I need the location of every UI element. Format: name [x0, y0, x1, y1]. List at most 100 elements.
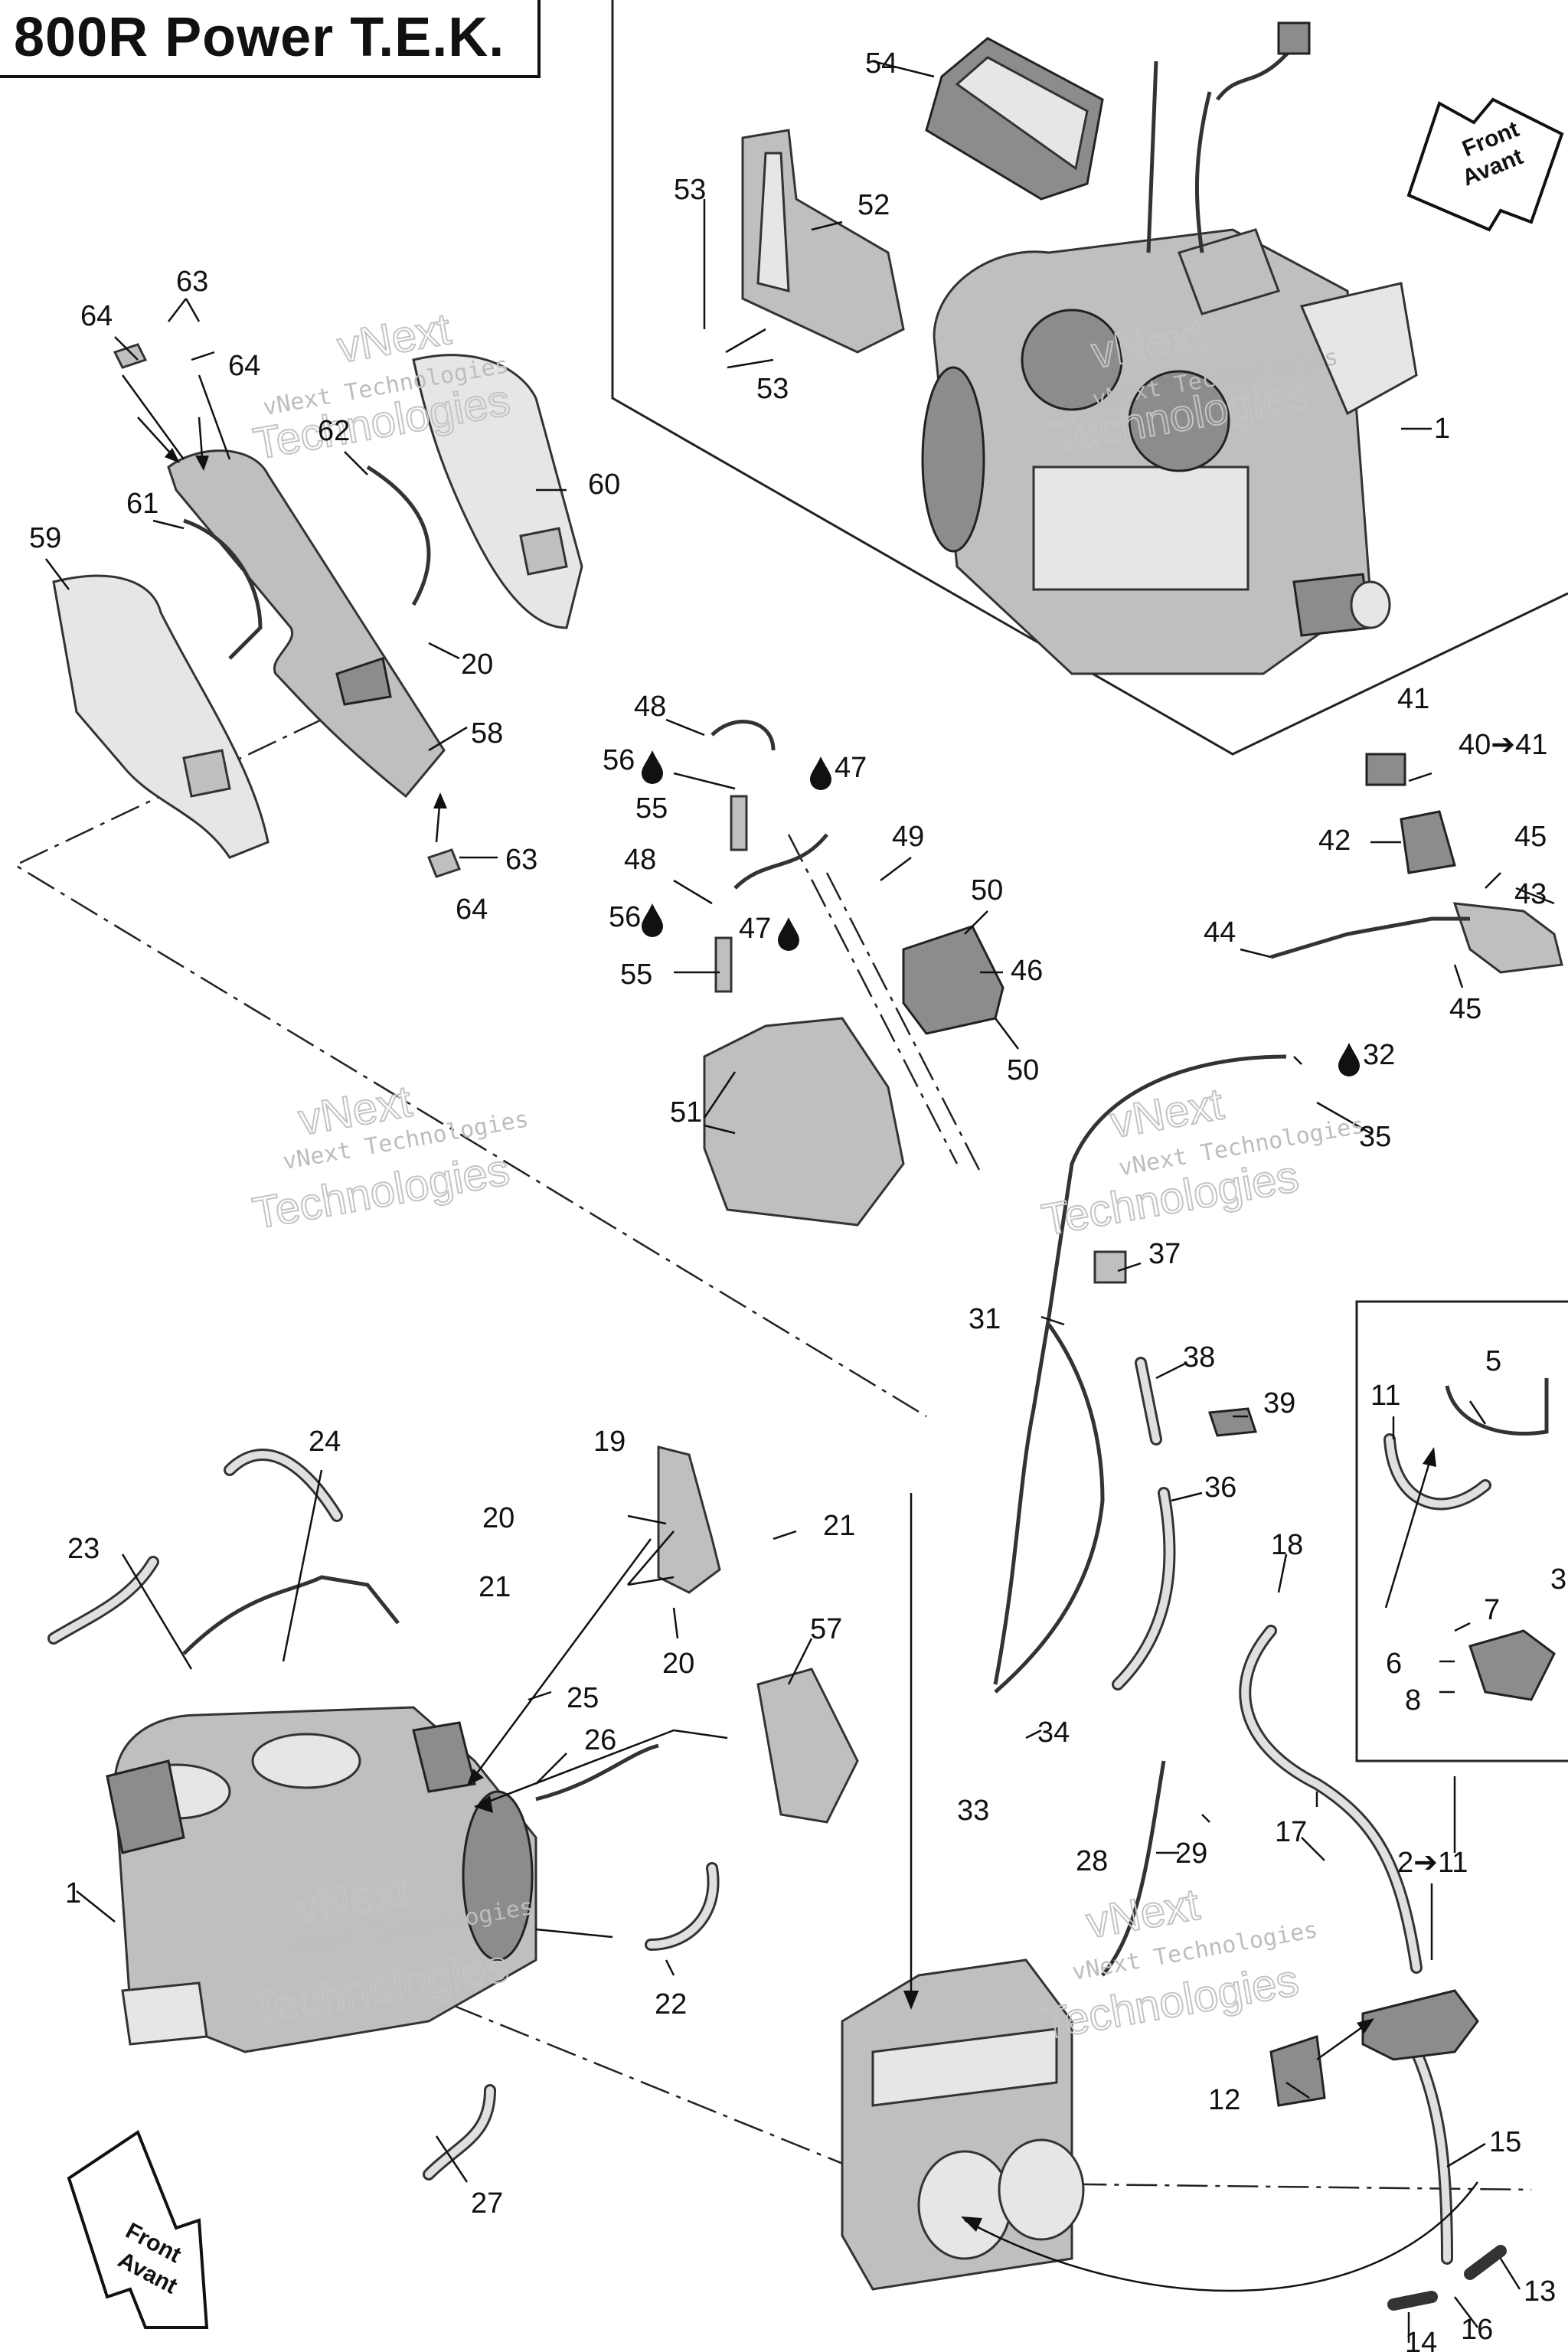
page-title: 800R Power T.E.K.: [14, 7, 505, 68]
sleeve-37: [1093, 1250, 1127, 1284]
fuel-valve-2: [1361, 1989, 1479, 2061]
spark-plug-wire-48b: [733, 833, 828, 890]
callout-7: 7: [1484, 1594, 1500, 1626]
callout-50: 50: [1007, 1054, 1039, 1086]
belt-guard-60: [412, 354, 583, 629]
watermark-line2: vNext: [1083, 1880, 1203, 1949]
callout-8: 8: [1405, 1684, 1421, 1717]
callout-58: 58: [471, 717, 503, 750]
oil-drop-icon: [778, 917, 799, 951]
callout-3: 3: [1550, 1563, 1566, 1596]
callout-50: 50: [971, 874, 1003, 906]
hose-13: [1464, 2245, 1507, 2280]
clamp-39: [1207, 1407, 1258, 1437]
callout-20: 20: [461, 648, 493, 681]
callout-55: 55: [635, 792, 668, 825]
dash-line-center: [825, 872, 982, 1172]
callout-47: 47: [739, 913, 771, 945]
clip-64: [427, 848, 461, 878]
callout-41: 41: [1397, 683, 1429, 715]
callout-45: 45: [1449, 993, 1481, 1025]
callout-32: 32: [1363, 1039, 1395, 1071]
callout-5: 5: [1485, 1345, 1501, 1377]
callout-39: 39: [1263, 1387, 1295, 1419]
callout-20: 20: [482, 1502, 514, 1534]
front-arrow-icon: Front Avant: [67, 2129, 209, 2329]
callout-20: 20: [662, 1648, 694, 1680]
callout-37: 37: [1148, 1238, 1181, 1270]
callout-33: 33: [957, 1795, 989, 1827]
callout-56: 56: [609, 901, 641, 933]
callout-44: 44: [1204, 916, 1236, 949]
callout-24: 24: [309, 1426, 341, 1458]
callout-36: 36: [1204, 1472, 1236, 1504]
callout-45: 45: [1514, 821, 1547, 853]
engine-assembly-top: [921, 21, 1418, 675]
callout-27: 27: [471, 2187, 503, 2220]
callout-49: 49: [892, 821, 924, 853]
callout-1: 1: [1434, 413, 1450, 445]
oil-drop-icon: [810, 756, 831, 790]
spark-plug-55a: [730, 795, 748, 851]
throttle-cable-31: [993, 1054, 1287, 1685]
callout-11: 11: [1370, 1380, 1400, 1412]
oil-drop-icon: [642, 750, 663, 784]
bracket-52: [741, 129, 905, 354]
callout-labels: 1 1 2➔11 3 5 6 7 8 11 12 13 14 15 16 17 …: [29, 47, 1566, 2352]
callout-54: 54: [865, 47, 897, 80]
callout-55: 55: [620, 959, 652, 991]
title-box: 800R Power T.E.K.: [0, 0, 541, 78]
callout-17: 17: [1275, 1816, 1307, 1848]
ecm-57: [756, 1668, 859, 1824]
callout-16: 16: [1461, 2314, 1493, 2346]
engine-assembly-bottom: [106, 1706, 537, 2053]
callout-40-to-41: 40➔41: [1459, 729, 1547, 761]
callout-2-to-11: 2➔11: [1397, 1847, 1468, 1879]
callout-53: 53: [674, 174, 706, 206]
oil-drop-icon: [642, 903, 663, 937]
callout-64: 64: [456, 893, 488, 926]
ecm-module-54: [925, 37, 1104, 201]
throttle-cable-44: [1270, 916, 1470, 959]
ignition-coil-46: [902, 925, 1004, 1035]
engine-inset-frame: [611, 0, 1568, 756]
callout-35: 35: [1359, 1121, 1391, 1153]
callout-43: 43: [1514, 878, 1547, 910]
cable-61: [183, 518, 263, 660]
front-arrow-icon: Front Avant: [1406, 97, 1564, 232]
callout-31: 31: [969, 1303, 1001, 1335]
dash-line-throttle: [787, 834, 959, 1165]
connector-40: [1365, 753, 1406, 786]
callout-60: 60: [588, 469, 620, 501]
bracket-12: [1269, 2034, 1326, 2107]
cable-28: [1101, 1760, 1166, 1977]
callout-56: 56: [603, 744, 635, 776]
spark-plug-55b: [714, 936, 733, 993]
callout-63: 63: [176, 266, 208, 298]
flow-arrows: [137, 416, 1479, 2292]
spark-plug-wire-48a: [710, 720, 776, 751]
ignition-bracket-51: [703, 1017, 905, 1227]
callout-52: 52: [858, 189, 890, 221]
callout-62: 62: [318, 415, 350, 447]
callout-48: 48: [634, 691, 666, 723]
leader-lines: [45, 60, 1555, 2343]
callout-12: 12: [1208, 2084, 1240, 2116]
valve-8: [1468, 1629, 1556, 1701]
callout-59: 59: [29, 522, 61, 554]
callout-1: 1: [65, 1877, 81, 1909]
callout-46: 46: [1011, 955, 1043, 987]
harness-26: [535, 1743, 659, 1802]
callout-34: 34: [1037, 1717, 1070, 1749]
switch-42: [1400, 810, 1456, 874]
callout-28: 28: [1076, 1845, 1108, 1877]
callout-64: 64: [228, 350, 260, 382]
callout-25: 25: [567, 1682, 599, 1714]
callout-21: 21: [823, 1510, 855, 1542]
throttle-lever-43: [1452, 902, 1563, 974]
watermark-line2: vNext: [1106, 1079, 1227, 1148]
callout-21: 21: [479, 1571, 511, 1603]
callout-51: 51: [670, 1096, 702, 1129]
callout-64: 64: [80, 300, 113, 332]
